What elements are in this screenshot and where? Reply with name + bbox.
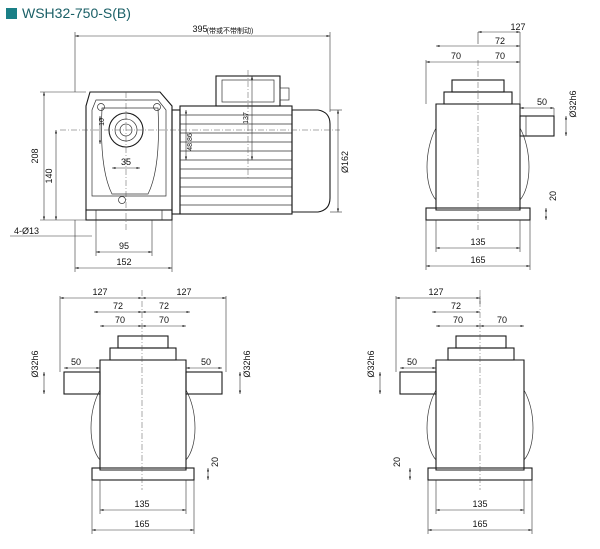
dim-hole-spacing: 95 bbox=[119, 241, 129, 251]
side-view-left-labels: 127 72 70 70 50 Ø32h6 20 135 165 bbox=[366, 287, 507, 529]
dim-width-70b: 70 bbox=[497, 315, 507, 325]
dim-flange-height: 20 bbox=[210, 457, 220, 467]
side-view-left bbox=[399, 290, 534, 490]
dim-motor-diameter: Ø162 bbox=[340, 151, 350, 173]
dim-note: (带或不带制动) bbox=[207, 26, 254, 35]
front-view-dimensions bbox=[10, 32, 342, 272]
dim-w72-right: 72 bbox=[159, 301, 169, 311]
dim-shaft-left-length: 50 bbox=[71, 357, 81, 367]
dim-key-depth: 35 bbox=[121, 157, 131, 167]
dim-height: 208 bbox=[30, 148, 40, 163]
side-view-double bbox=[63, 290, 223, 490]
dim-shaft-height: 140 bbox=[44, 168, 54, 183]
side-view-right-dimensions bbox=[425, 30, 568, 270]
dim-shaft-right-length: 50 bbox=[201, 357, 211, 367]
dim-width-127: 127 bbox=[428, 287, 443, 297]
dim-shaft-left-diameter: Ø32h6 bbox=[30, 350, 40, 377]
side-view-right-labels: 127 72 70 70 50 Ø32h6 20 135 165 bbox=[451, 22, 578, 265]
dim-base-135: 135 bbox=[134, 499, 149, 509]
dim-w70-right: 70 bbox=[159, 315, 169, 325]
side-view-left-dimensions bbox=[378, 296, 533, 534]
side-view-right bbox=[425, 60, 555, 230]
dim-shaft-length: 50 bbox=[407, 357, 417, 367]
dim-base-width: 152 bbox=[116, 257, 131, 267]
dim-width-72: 72 bbox=[451, 301, 461, 311]
dim-base-165: 165 bbox=[134, 519, 149, 529]
dim-overall-length: 395 bbox=[192, 24, 207, 34]
dim-flange-height: 20 bbox=[548, 191, 558, 201]
dim-width-72: 72 bbox=[495, 36, 505, 46]
dim-base-135: 135 bbox=[472, 499, 487, 509]
side-view-double-dimensions bbox=[42, 296, 242, 534]
dim-shaft-diameter: Ø32h6 bbox=[568, 90, 578, 117]
dim-width-127: 127 bbox=[510, 22, 525, 32]
dim-w127-right: 127 bbox=[176, 287, 191, 297]
dim-base-135: 135 bbox=[470, 237, 485, 247]
page-title: WSH32-750-S(B) bbox=[22, 5, 131, 21]
dim-shaft-diameter: Ø32h6 bbox=[366, 350, 376, 377]
dim-base-165: 165 bbox=[472, 519, 487, 529]
dim-w127-left: 127 bbox=[92, 287, 107, 297]
side-view-double-labels: 127 127 72 72 70 70 50 50 Ø32h6 Ø32h6 20… bbox=[30, 287, 252, 529]
dim-w72-left: 72 bbox=[113, 301, 123, 311]
dim-width-70b: 70 bbox=[495, 51, 505, 61]
dim-flange-height: 20 bbox=[392, 457, 402, 467]
dim-shaft-right-diameter: Ø32h6 bbox=[242, 350, 252, 377]
dim-base-165: 165 bbox=[470, 255, 485, 265]
page-header: WSH32-750-S(B) bbox=[6, 3, 131, 23]
dim-width-70a: 70 bbox=[453, 315, 463, 325]
dim-mount-holes: 4-Ø13 bbox=[14, 226, 39, 236]
dim-shaft-key-height: 48.86 bbox=[187, 133, 194, 151]
front-view-labels: 395 (带或不带制动) 208 140 4-Ø13 95 152 35 10 … bbox=[14, 24, 350, 267]
dim-shaft-length: 50 bbox=[537, 97, 547, 107]
dim-width-70a: 70 bbox=[451, 51, 461, 61]
front-view bbox=[60, 70, 340, 230]
title-square-icon bbox=[6, 7, 17, 19]
motor-fins bbox=[180, 114, 292, 206]
dim-terminal-height: 137 bbox=[243, 112, 250, 124]
dim-shaft-width: 10 bbox=[99, 118, 106, 126]
dim-w70-left: 70 bbox=[115, 315, 125, 325]
